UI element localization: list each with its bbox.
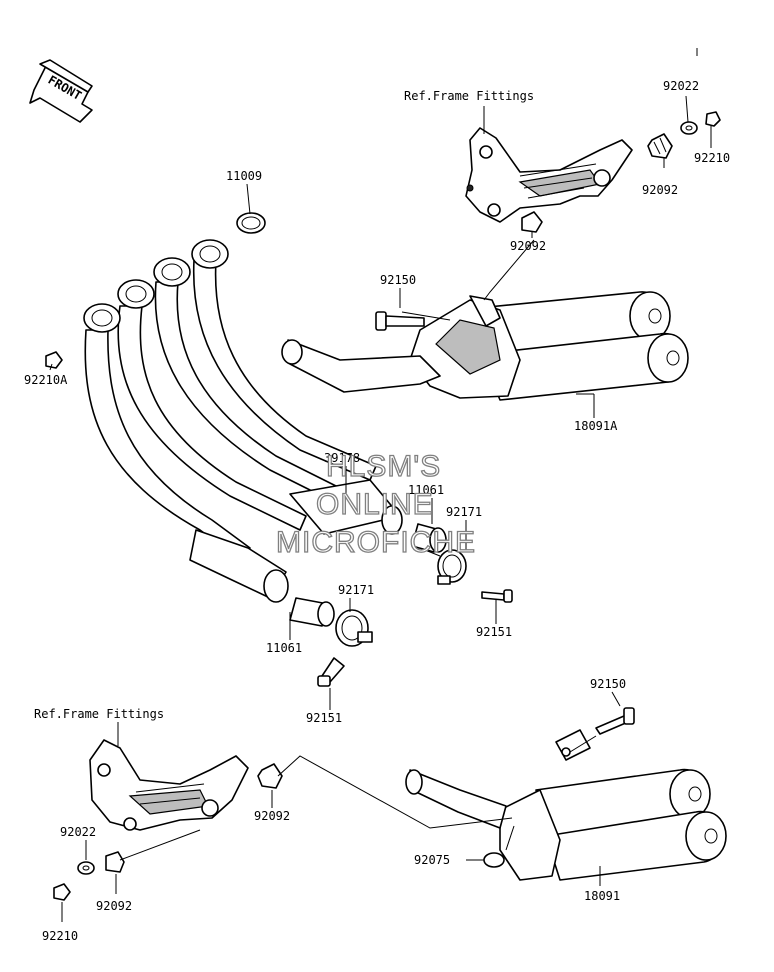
label-92210A: 92210A xyxy=(24,373,68,387)
label-92151-top: 92151 xyxy=(476,625,512,639)
rubber-grommet-top-a xyxy=(647,133,673,159)
rubber-grommet-top-b xyxy=(521,211,543,233)
label-92151-bottom: 92151 xyxy=(306,711,342,725)
label-92092-bottom-a: 92092 xyxy=(254,809,290,823)
clamp-92171-bottom xyxy=(335,609,373,647)
label-92092-top-a: 92092 xyxy=(642,183,678,197)
gasket-11061-top xyxy=(411,523,447,553)
washer-92022-top xyxy=(680,121,698,135)
label-92171-bottom: 92171 xyxy=(338,583,374,597)
nut-92210-top xyxy=(705,111,721,127)
label-11061-top: 11061 xyxy=(408,483,444,497)
label-92210-top: 92210 xyxy=(694,151,730,165)
label-18091A: 18091A xyxy=(574,419,618,433)
label-92022-bottom: 92022 xyxy=(60,825,96,839)
front-arrow: FRONT xyxy=(29,59,93,123)
gasket-11061-bottom xyxy=(289,597,335,627)
label-92150-top: 92150 xyxy=(380,273,416,287)
label-92092-bottom-b: 92092 xyxy=(96,899,132,913)
bolt-92151-top xyxy=(481,589,513,603)
leader-lines xyxy=(49,95,712,922)
label-ref-frame-bottom: Ref.Frame Fittings xyxy=(34,707,164,721)
watermark-line-2: ONLINE xyxy=(316,488,434,521)
bolt-92150-bottom xyxy=(595,707,635,735)
muffler-right xyxy=(405,729,727,881)
rubber-grommet-bottom-a xyxy=(257,763,283,789)
clamp-92171-top xyxy=(437,549,467,585)
washer-92022-bottom xyxy=(77,861,95,875)
label-92022-top: 92022 xyxy=(663,79,699,93)
label-92210-bottom: 92210 xyxy=(42,929,78,943)
label-39178: 39178 xyxy=(324,451,360,465)
frame-bracket-top xyxy=(465,127,633,223)
label-92092-top-b: 92092 xyxy=(510,239,546,253)
label-92150-bottom: 92150 xyxy=(590,677,626,691)
part-labels: Ref.Frame Fittings 92022 92210 92092 920… xyxy=(24,79,730,943)
frame-bracket-bottom xyxy=(89,739,249,831)
rubber-grommet-bottom-b xyxy=(105,851,125,873)
nut-92210-bottom xyxy=(53,883,71,901)
nut-92210A xyxy=(45,351,63,369)
gasket-11009 xyxy=(236,212,266,234)
label-11061-bottom: 11061 xyxy=(266,641,302,655)
watermark: HLSM'S ONLINE MICROFICHE xyxy=(275,449,476,559)
label-92075: 92075 xyxy=(414,853,450,867)
label-92171-top: 92171 xyxy=(446,505,482,519)
plug-92075 xyxy=(483,852,505,868)
label-ref-frame-top: Ref.Frame Fittings xyxy=(404,89,534,103)
label-18091: 18091 xyxy=(584,889,620,903)
label-11009: 11009 xyxy=(226,169,262,183)
exhaust-headers xyxy=(83,239,403,603)
bolt-92150-top xyxy=(375,311,425,331)
watermark-line-3: MICROFICHE xyxy=(276,526,476,559)
watermark-line-1: HLSM'S xyxy=(326,450,441,483)
muffler-left xyxy=(281,291,689,401)
bolt-92151-bottom xyxy=(317,657,345,687)
